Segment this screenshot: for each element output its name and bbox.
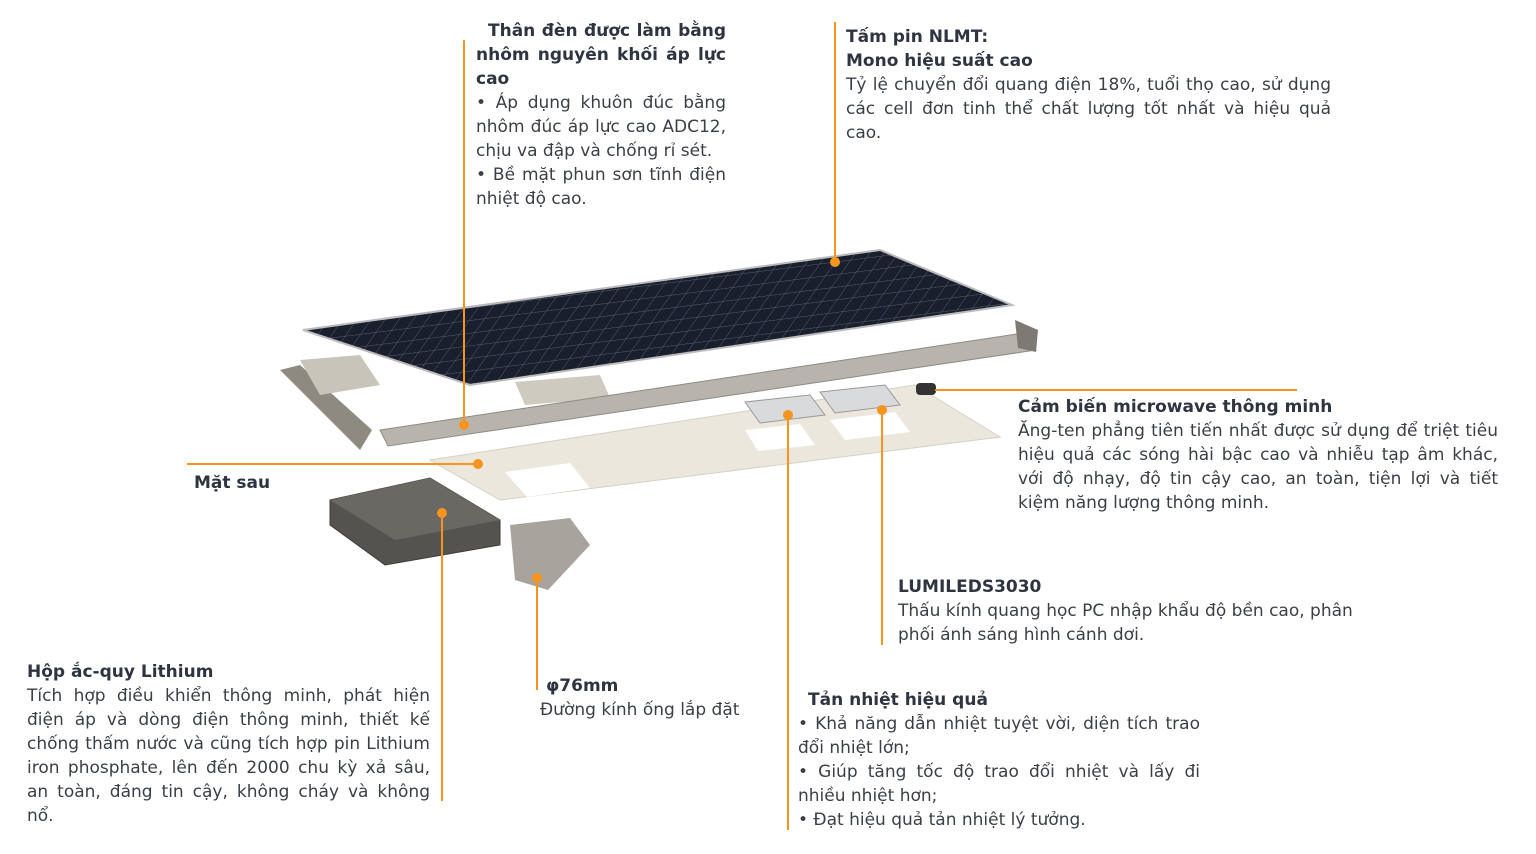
solar-panel bbox=[302, 248, 1016, 387]
callout-title: Mono hiệu suất cao bbox=[846, 51, 1033, 71]
callout-text: Tích hợp điều khiển thông minh, phát hiệ… bbox=[27, 686, 430, 826]
callout-text: • Khả năng dẫn nhiệt tuyệt vời, diện tíc… bbox=[798, 714, 1200, 758]
callout-pipe: φ76mm Đường kính ống lắp đặt bbox=[540, 674, 739, 722]
callout-dot bbox=[830, 257, 840, 267]
callout-dot bbox=[473, 459, 483, 469]
callout-dot bbox=[459, 420, 469, 430]
callout-body: Thân đèn được làm bằng nhôm nguyên khối … bbox=[476, 19, 726, 211]
callout-text: • Giúp tăng tốc độ trao đổi nhiệt và lấy… bbox=[798, 762, 1200, 806]
callout-title: Cảm biến microwave thông minh bbox=[1018, 397, 1333, 417]
callout-text: • Bề mặt phun sơn tĩnh điện nhiệt độ cao… bbox=[476, 165, 726, 209]
callout-title: Tản nhiệt hiệu quả bbox=[808, 690, 988, 710]
callout-dot bbox=[532, 573, 542, 583]
callout-text: Đường kính ống lắp đặt bbox=[540, 700, 740, 720]
callout-text: • Áp dụng khuôn đúc bằng nhôm đúc áp lực… bbox=[476, 93, 726, 161]
junction-box bbox=[515, 375, 610, 405]
callout-dot bbox=[437, 508, 447, 518]
callout-panel: Tấm pin NLMT: Mono hiệu suất cao Tỷ lệ c… bbox=[846, 25, 1331, 145]
callout-led: LUMILEDS3030 Thấu kính quang học PC nhập… bbox=[898, 575, 1368, 647]
callout-heat: Tản nhiệt hiệu quả • Khả năng dẫn nhiệt … bbox=[798, 688, 1200, 832]
callout-dot bbox=[877, 405, 887, 415]
callout-sensor: Cảm biến microwave thông minh Ăng-ten ph… bbox=[1018, 395, 1498, 515]
callout-title: LUMILEDS3030 bbox=[898, 577, 1042, 597]
callout-dot bbox=[783, 410, 793, 420]
end-cap bbox=[1015, 320, 1038, 352]
pole-bracket bbox=[510, 518, 590, 590]
heat-sink-bar bbox=[280, 355, 380, 450]
callout-back: Mặt sau bbox=[194, 471, 270, 495]
microwave-sensor bbox=[916, 383, 936, 395]
callout-title: Mặt sau bbox=[194, 473, 271, 493]
callout-title: Thân đèn được làm bằng nhôm nguyên khối … bbox=[476, 21, 726, 89]
callout-text: Ăng-ten phẳng tiên tiến nhất được sử dụn… bbox=[1018, 421, 1498, 513]
callout-text: Thấu kính quang học PC nhập khẩu độ bền … bbox=[898, 601, 1353, 645]
callout-battery: Hộp ắc-quy Lithium Tích hợp điều khiển t… bbox=[27, 660, 430, 828]
callout-title: Hộp ắc-quy Lithium bbox=[27, 662, 214, 682]
callout-title: Tấm pin NLMT: bbox=[846, 27, 989, 47]
callout-text: Tỷ lệ chuyển đổi quang điện 18%, tuổi th… bbox=[846, 75, 1331, 143]
callout-text: • Đạt hiệu quả tản nhiệt lý tưởng. bbox=[798, 810, 1086, 830]
callout-title: φ76mm bbox=[546, 676, 619, 696]
